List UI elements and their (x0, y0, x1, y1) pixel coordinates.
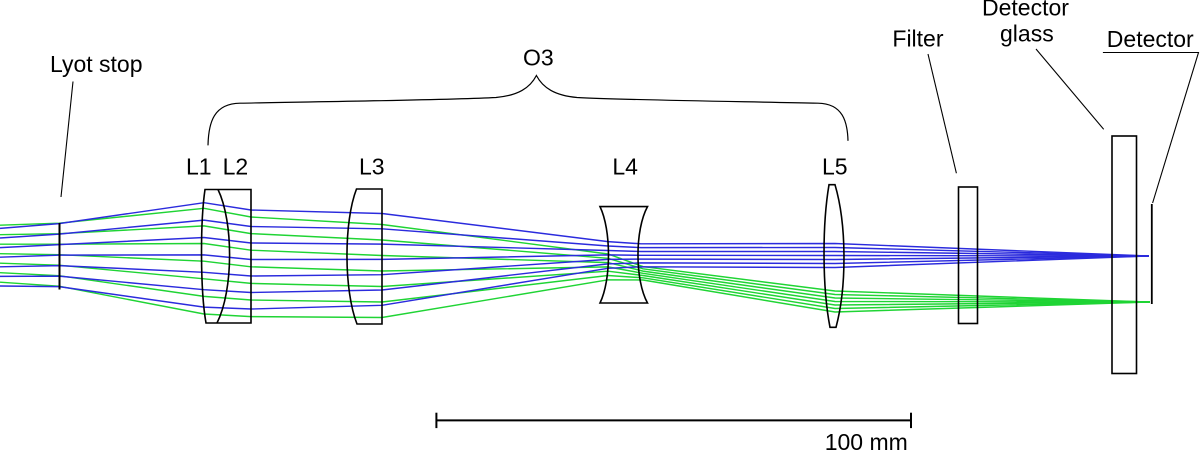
svg-text:Detector: Detector (982, 0, 1069, 20)
svg-text:Detector: Detector (1107, 26, 1194, 52)
svg-text:100 mm: 100 mm (825, 429, 908, 451)
svg-text:Filter: Filter (892, 26, 943, 52)
svg-text:O3: O3 (523, 45, 554, 71)
svg-text:L1: L1 (186, 153, 212, 179)
svg-text:Lyot stop: Lyot stop (50, 51, 142, 77)
svg-text:L3: L3 (359, 153, 385, 179)
svg-text:L4: L4 (612, 153, 638, 179)
svg-text:L5: L5 (822, 153, 848, 179)
svg-text:glass: glass (1000, 20, 1054, 46)
svg-text:L2: L2 (223, 153, 249, 179)
